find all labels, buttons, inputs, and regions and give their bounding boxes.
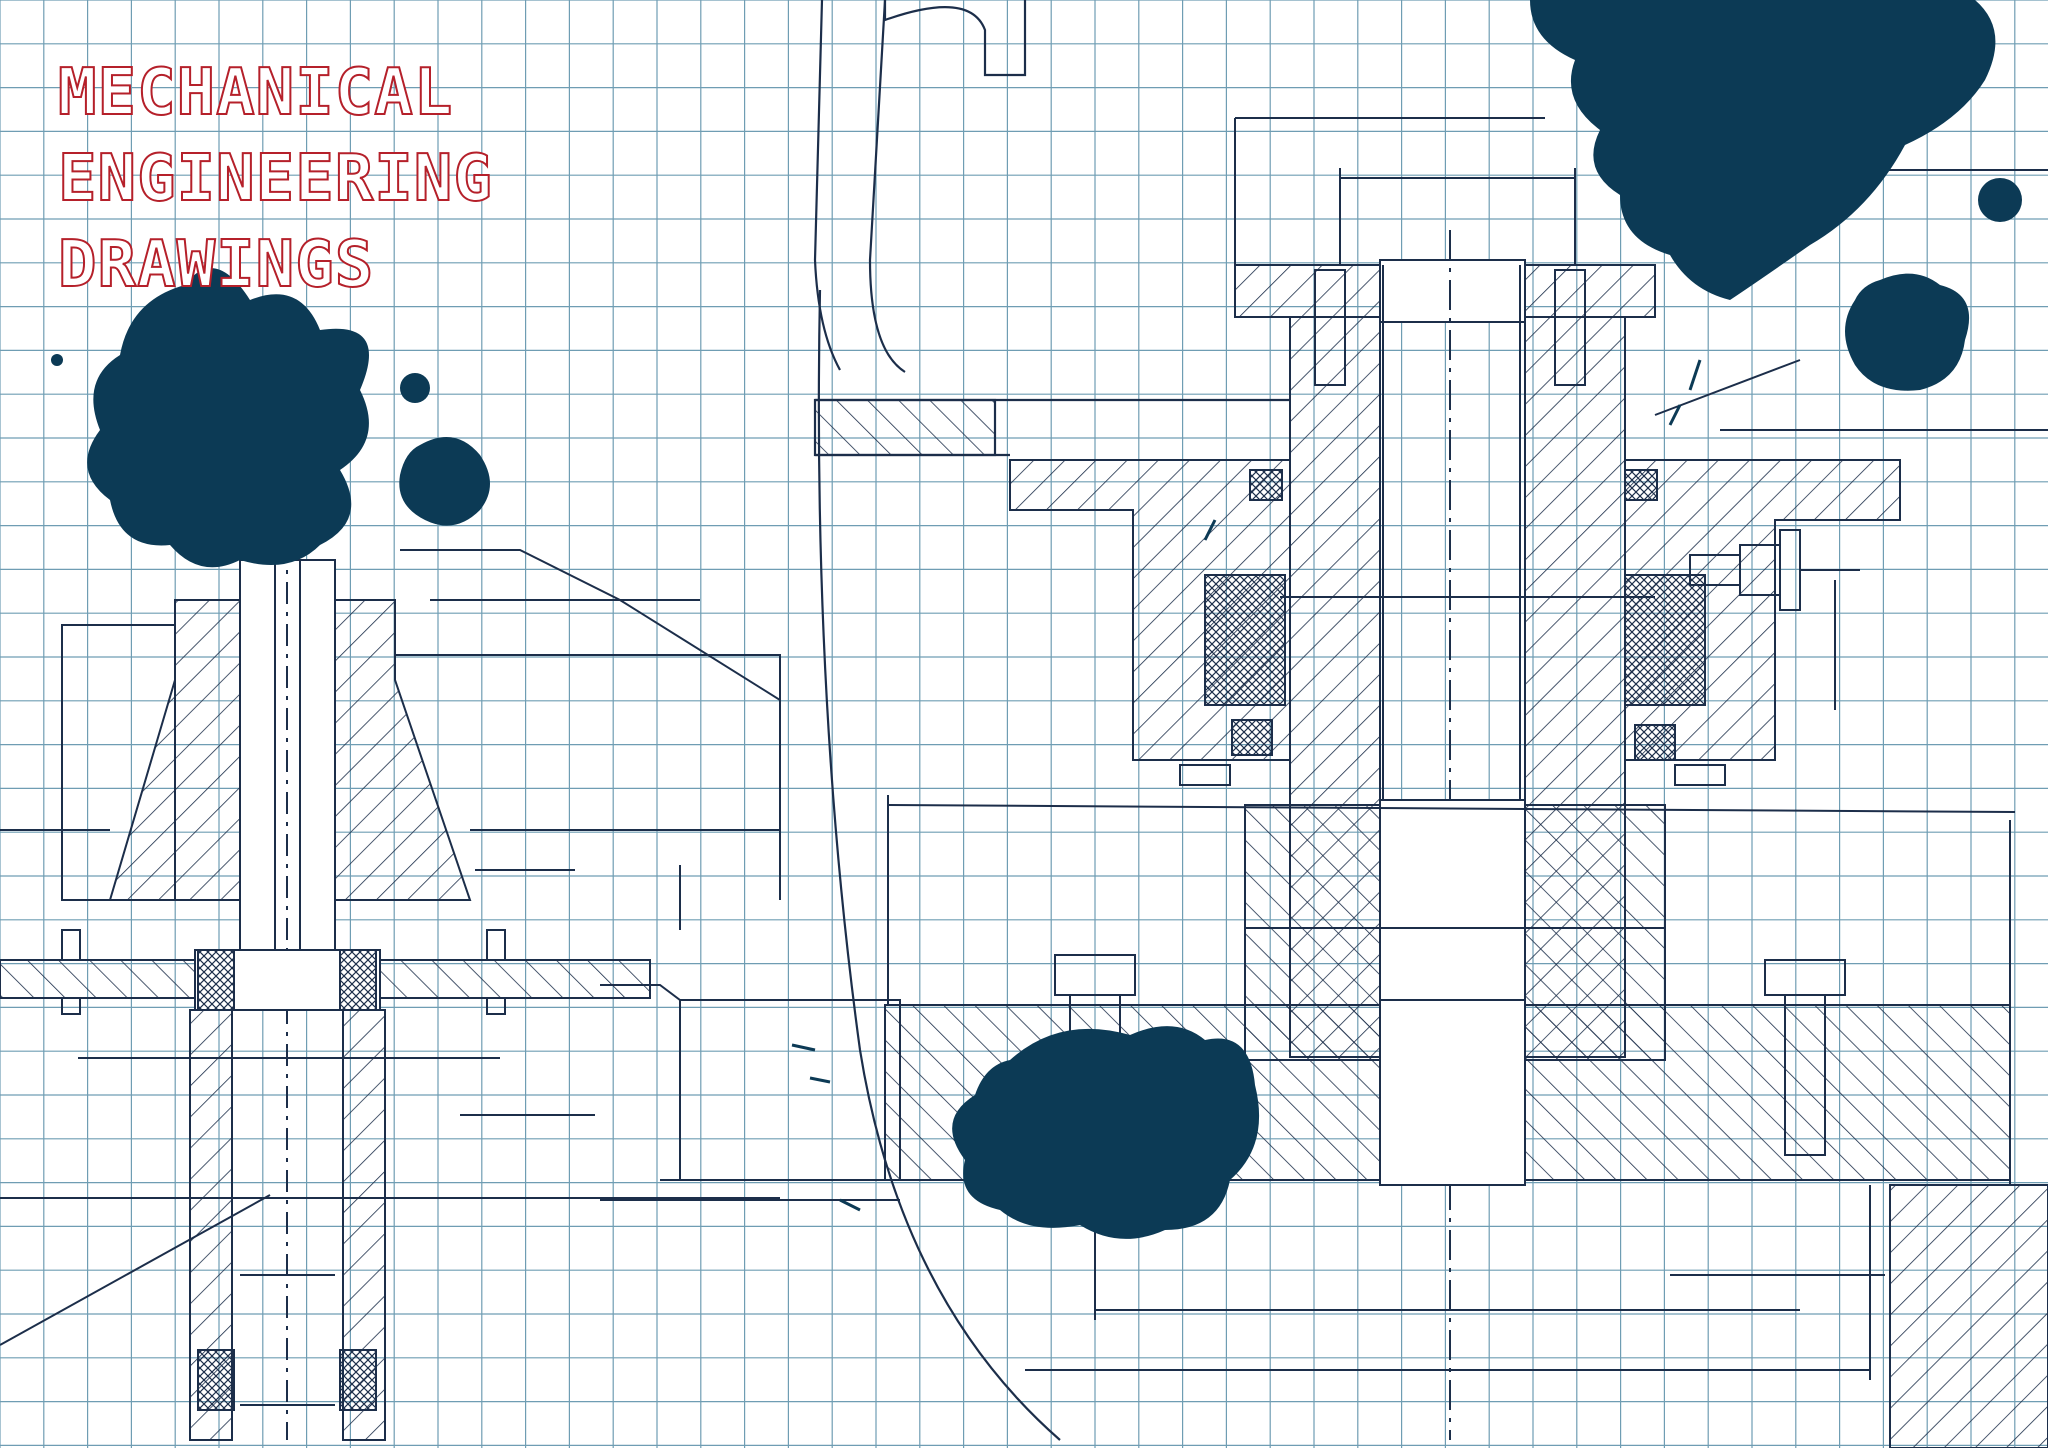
title-line-1: MECHANICAL (57, 55, 454, 131)
title-line-2: ENGINEERING (57, 141, 493, 217)
left-shaft-assembly (0, 540, 901, 1441)
middle-housing-outline (813, 0, 1290, 1441)
title-line-3: DRAWINGS (57, 227, 375, 303)
title-block: MECHANICAL ENGINEERING DRAWINGS (57, 50, 493, 308)
ink-speckles (791, 359, 1702, 1212)
ink-splatter (51, 0, 2022, 1239)
right-bearing-assembly (884, 117, 2048, 1448)
